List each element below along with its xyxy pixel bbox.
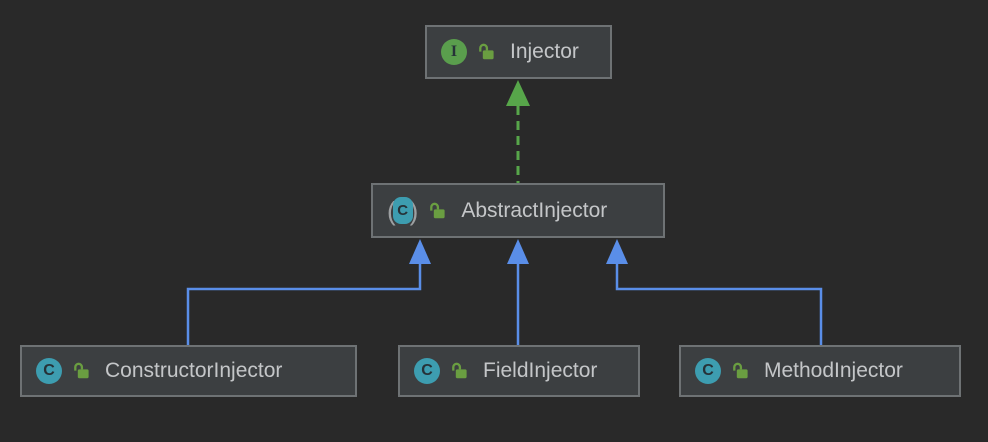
class-icon: C	[695, 358, 721, 384]
unlocked-padlock-icon	[730, 361, 750, 381]
uml-node-methodinjector[interactable]: C MethodInjector	[679, 345, 961, 397]
inheritance-arrowhead	[507, 239, 529, 264]
class-letter-badge: C	[392, 197, 413, 224]
unlocked-padlock-icon	[449, 361, 469, 381]
uml-node-injector[interactable]: I Injector	[425, 25, 612, 79]
inheritance-edge-fieldinjector-to-abstractinjector[interactable]	[507, 239, 529, 345]
inheritance-arrowhead	[606, 239, 628, 264]
unlocked-padlock-icon	[427, 201, 447, 221]
interface-icon: I	[441, 39, 467, 65]
node-label: Injector	[510, 40, 579, 63]
abstract-paren-left: (	[387, 195, 396, 226]
uml-node-abstractinjector[interactable]: ( C ) AbstractInjector	[371, 183, 665, 238]
unlocked-padlock-icon	[476, 42, 496, 62]
inheritance-edge-constructorinjector-to-abstractinjector[interactable]	[186, 239, 431, 345]
inheritance-arrowhead	[409, 239, 431, 264]
node-label: AbstractInjector	[461, 198, 608, 222]
abstract-class-icon: ( C )	[387, 197, 418, 224]
uml-node-fieldinjector[interactable]: C FieldInjector	[398, 345, 640, 397]
inheritance-edge-methodinjector-to-abstractinjector[interactable]	[606, 239, 823, 345]
node-label: FieldInjector	[483, 359, 598, 382]
unlocked-padlock-icon	[71, 361, 91, 381]
class-icon: C	[414, 358, 440, 384]
node-label: MethodInjector	[764, 359, 903, 382]
node-label: ConstructorInjector	[105, 359, 283, 382]
realization-arrowhead	[506, 80, 530, 106]
abstract-paren-right: )	[409, 195, 419, 226]
realization-edge-abstractinjector-to-injector[interactable]	[506, 80, 530, 183]
class-icon: C	[36, 358, 62, 384]
uml-node-constructorinjector[interactable]: C ConstructorInjector	[20, 345, 357, 397]
